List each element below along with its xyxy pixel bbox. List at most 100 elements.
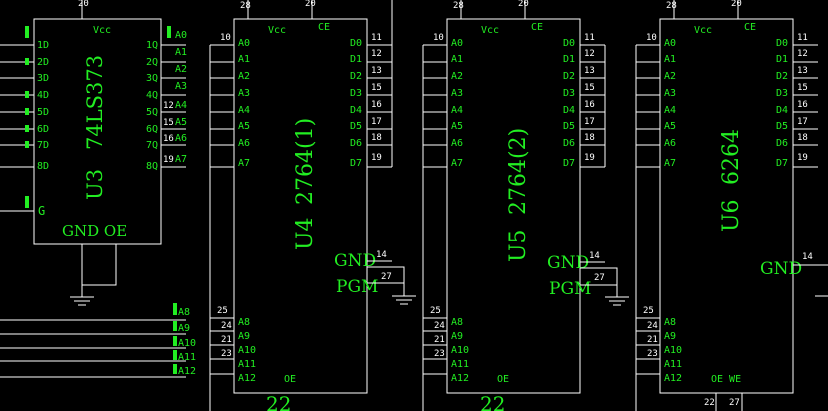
bus-label-a9: A9 <box>178 323 190 334</box>
bus-label-a11: A11 <box>178 352 196 363</box>
u6-a6: A6 <box>664 138 676 149</box>
u6-pin-11: 11 <box>797 33 808 43</box>
u3-pin-3d: 3D <box>37 73 49 84</box>
u4-pin-10: 10 <box>220 33 231 43</box>
u3-pin-1d: 1D <box>37 40 49 51</box>
u4-left-address-pins: 10 A0 A1 A2 A3 A4 A5 A6 A7 <box>209 33 250 411</box>
u6-a4: A4 <box>664 105 676 116</box>
u3-pin-1q: 1Q <box>146 40 158 51</box>
u5-a8: A8 <box>451 317 463 328</box>
chip-u5: 28 20 Vcc CE 10 A0 A1 A2 A3 A4 A5 A6 A7 <box>422 0 629 411</box>
u4-pin-18: 18 <box>371 133 382 143</box>
u3-sig-a4: A4 <box>175 100 187 111</box>
u5-a5: A5 <box>451 121 463 132</box>
chip-u6-body <box>659 18 794 394</box>
u6-pin-12: 12 <box>797 49 808 59</box>
u4-name: U4 <box>293 217 318 250</box>
u3-sig-a3: A3 <box>175 81 187 92</box>
u6-a5: A5 <box>664 121 676 132</box>
u6-d0: D0 <box>776 38 788 49</box>
u3-left-pins: 1D 2D 3D 4D 5D 6D 7D 8D G <box>0 26 49 218</box>
u3-pin-num-15: 15 <box>163 118 174 128</box>
u4-a2: A2 <box>238 71 250 82</box>
u6-a3: A3 <box>664 88 676 99</box>
u3-pin-6q: 6Q <box>146 124 158 135</box>
u4-d3: D3 <box>350 88 362 99</box>
u6-d2: D2 <box>776 71 788 82</box>
u4-pin-20: 20 <box>305 0 316 9</box>
u6-a0: A0 <box>664 38 676 49</box>
u5-pin-22: 22 <box>480 392 505 411</box>
u4-gnd-pgm: GND PGM 14 27 <box>334 250 416 305</box>
u5-vcc-label: Vcc <box>481 25 499 36</box>
u5-pin-16: 16 <box>584 100 595 110</box>
u4-part: 2764(1) <box>293 118 318 205</box>
u5-d3: D3 <box>563 88 575 99</box>
chip-u6: 28 20 Vcc CE 10 A0 A1 A2 A3 A4 A5 A6 A7 <box>635 0 828 411</box>
u6-a11: A11 <box>664 359 682 370</box>
u4-pin-14: 14 <box>376 250 387 260</box>
u4-a0: A0 <box>238 38 250 49</box>
u6-d5: D5 <box>776 121 788 132</box>
u5-left-address-pins: 10 A0 A1 A2 A3 A4 A5 A6 A7 <box>422 33 463 411</box>
u5-pin-24: 24 <box>434 321 445 331</box>
u6-name: U6 <box>719 199 744 232</box>
u6-pin-27: 27 <box>729 398 740 408</box>
u5-pin-23: 23 <box>434 349 445 359</box>
u5-a1: A1 <box>451 54 463 65</box>
u5-pin-13: 13 <box>584 66 595 76</box>
u5-a12: A12 <box>451 373 469 384</box>
u3-pin-7d: 7D <box>37 140 49 151</box>
u4-vcc-label: Vcc <box>268 25 286 36</box>
u3-pin-5d: 5D <box>37 107 49 118</box>
u5-a6: A6 <box>451 138 463 149</box>
u3-pin-7q: 7Q <box>146 140 158 151</box>
u4-d4: D4 <box>350 105 362 116</box>
u5-d5: D5 <box>563 121 575 132</box>
u5-pin-12: 12 <box>584 49 595 59</box>
u3-sig-a6: A6 <box>175 133 187 144</box>
u6-pin-20: 20 <box>731 0 742 9</box>
u6-ce-label: CE <box>744 22 756 33</box>
chip-u5-body <box>446 18 581 394</box>
u4-a1: A1 <box>238 54 250 65</box>
u5-name: U5 <box>506 229 531 262</box>
u6-d3: D3 <box>776 88 788 99</box>
u3-pin-8d: 8D <box>37 161 49 172</box>
u4-ce-label: CE <box>318 22 330 33</box>
u5-d6: D6 <box>563 138 575 149</box>
u4-high-address-pins: 25 24 21 23 A8 A9 A10 A11 A12 <box>210 306 256 384</box>
u5-pin-11: 11 <box>584 33 595 43</box>
u5-ce-label: CE <box>531 22 543 33</box>
u4-a6: A6 <box>238 138 250 149</box>
u3-ground <box>70 244 117 306</box>
u6-d1: D1 <box>776 54 788 65</box>
u3-pin-8q: 8Q <box>146 161 158 172</box>
u3-bottom-label: GND OE <box>62 222 127 240</box>
u5-pgm-label: PGM <box>549 279 591 299</box>
u5-pin-14: 14 <box>589 251 600 261</box>
u5-a2: A2 <box>451 71 463 82</box>
u3-name: U3 <box>83 169 107 200</box>
u6-a2: A2 <box>664 71 676 82</box>
chip-u4: 28 20 Vcc CE 10 A0 A1 A2 A3 A4 A5 A6 A7 <box>209 0 416 411</box>
u4-pin-21: 21 <box>221 335 232 345</box>
u5-a11: A11 <box>451 359 469 370</box>
u4-pin-23: 23 <box>221 349 232 359</box>
u6-pin-16: 16 <box>797 100 808 110</box>
u5-a4: A4 <box>451 105 463 116</box>
u4-pin-25: 25 <box>217 306 228 316</box>
u3-sig-a1: A1 <box>175 47 187 58</box>
u3-pin-4q: 4Q <box>146 90 158 101</box>
u4-a8: A8 <box>238 317 250 328</box>
u5-oe-label: OE <box>497 374 509 385</box>
bus-label-a12: A12 <box>178 366 196 377</box>
u6-pin-18: 18 <box>797 133 808 143</box>
u4-a10: A10 <box>238 345 256 356</box>
bus-label-a10: A10 <box>178 338 196 349</box>
u6-d7: D7 <box>776 158 788 169</box>
u6-gnd-label: GND <box>760 259 802 279</box>
u6-part: 6264 <box>719 129 744 185</box>
u3-sig-a2: A2 <box>175 64 187 75</box>
